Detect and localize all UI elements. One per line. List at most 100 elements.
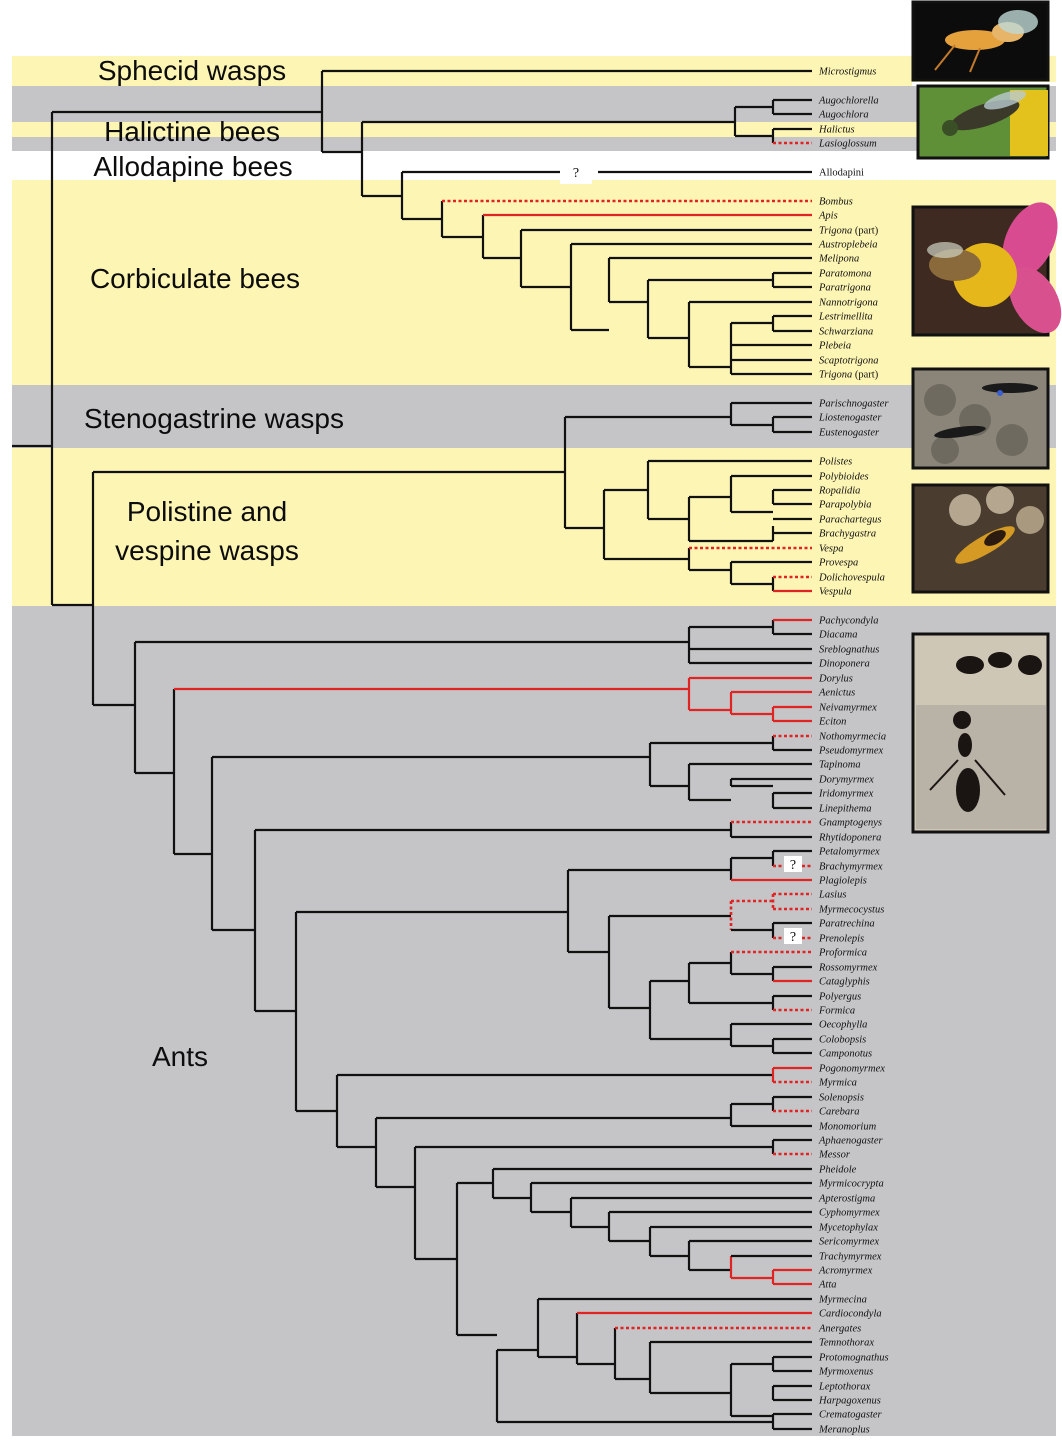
- bee-on-flower-photo-icon: [913, 194, 1062, 343]
- taxon-label: Aphaenogaster: [818, 1136, 883, 1147]
- taxon-label: Dorymyrmex: [818, 775, 874, 786]
- taxon-label: Parapolybia: [818, 500, 872, 511]
- unknown-marker-allodapini: ?: [573, 166, 579, 181]
- taxon-label: Paratrigona: [818, 283, 871, 294]
- taxon-label: Mycetophylax: [818, 1223, 878, 1234]
- taxon-label: Myrmecocystus: [818, 905, 884, 916]
- group-label-stenogastrine: Stenogastrine wasps: [84, 403, 344, 434]
- taxon-label: Vespula: [819, 587, 852, 598]
- taxon-label: Solenopsis: [819, 1093, 864, 1104]
- taxon-label: Trachymyrmex: [819, 1252, 882, 1263]
- taxon-label: Halictus: [818, 125, 855, 136]
- wasp-nest-photo-icon: [913, 369, 1048, 468]
- taxon-label: Anergates: [818, 1324, 861, 1335]
- taxon-label: Acromyrmex: [818, 1266, 873, 1277]
- taxon-label: Cataglyphis: [819, 977, 870, 988]
- taxon-label: Formica: [818, 1006, 855, 1017]
- taxon-label: Ropalidia: [818, 486, 860, 497]
- taxon-label: Paratomona: [818, 269, 872, 280]
- taxon-label: Lasioglossum: [818, 139, 877, 150]
- taxon-label: Tapinoma: [819, 760, 861, 771]
- taxon-label: Rhytidoponera: [818, 833, 881, 844]
- group-label-polistine-1: Polistine and: [127, 496, 287, 527]
- taxon-label: Nothomyrmecia: [818, 732, 886, 743]
- taxon-label: Myrmecina: [818, 1295, 867, 1306]
- taxon-label: Sericomyrmex: [819, 1237, 879, 1248]
- taxon-label: Proformica: [818, 948, 867, 959]
- paper-wasp-photo-icon: [913, 485, 1048, 592]
- taxon-label: Parachartegus: [818, 515, 881, 526]
- taxon-label: Messor: [818, 1150, 851, 1161]
- group-label-allodapine: Allodapine bees: [93, 151, 292, 182]
- taxon-label: Sreblognathus: [819, 645, 879, 656]
- taxon-label: Prenolepis: [818, 934, 864, 945]
- taxon-label: Scaptotrigona: [819, 356, 879, 367]
- taxon-label: Bombus: [819, 197, 853, 208]
- taxon-label: Allodapini: [819, 168, 864, 179]
- group-label-ants: Ants: [152, 1041, 208, 1072]
- taxon-label: Apterostigma: [818, 1194, 875, 1205]
- taxon-label: Myrmoxenus: [818, 1367, 873, 1378]
- taxon-label: Dorylus: [818, 674, 853, 685]
- taxon-label: Meranoplus: [818, 1425, 870, 1436]
- taxon-label: Dinoponera: [818, 659, 870, 670]
- taxon-label: Petalomyrmex: [818, 847, 880, 858]
- taxon-label: Myrmicocrypta: [818, 1179, 884, 1190]
- taxon-label: Linepithema: [818, 804, 872, 815]
- taxon-label: Lasius: [818, 890, 846, 901]
- taxon-label: Gnamptogenys: [819, 818, 882, 829]
- taxon-label: Neivamyrmex: [818, 703, 877, 714]
- taxon-label: Pogonomyrmex: [818, 1064, 885, 1075]
- taxon-label: Polybioides: [818, 472, 869, 483]
- taxon-label: Polyergus: [818, 992, 861, 1003]
- unknown-marker-brachymyrmex: ?: [790, 858, 796, 873]
- taxon-label: Trigona (part): [819, 226, 879, 237]
- taxon-label: Camponotus: [819, 1049, 872, 1060]
- taxon-label: Leptothorax: [818, 1382, 871, 1393]
- taxon-label: Nannotrigona: [818, 298, 878, 309]
- taxon-label: Provespa: [818, 558, 858, 569]
- taxon-label: Pseudomyrmex: [818, 746, 883, 757]
- taxon-label: Colobopsis: [819, 1035, 866, 1046]
- taxon-label: Carebara: [819, 1107, 859, 1118]
- taxon-label: Rossomyrmex: [818, 963, 878, 974]
- group-label-sphecid: Sphecid wasps: [98, 55, 286, 86]
- band-ants: [12, 606, 1056, 1436]
- taxon-label: Brachymyrmex: [819, 862, 883, 873]
- taxon-label: Parischnogaster: [818, 399, 889, 410]
- taxon-label: Paratrechina: [818, 919, 875, 930]
- taxon-label: Monomorium: [818, 1122, 877, 1133]
- taxon-label: Iridomyrmex: [818, 789, 874, 800]
- taxon-label: Trigona (part): [819, 370, 879, 381]
- taxon-label: Cardiocondyla: [819, 1309, 882, 1320]
- taxon-label: Lestrimellita: [818, 312, 873, 323]
- taxon-label: Austroplebeia: [818, 240, 878, 251]
- taxon-label: Melipona: [818, 254, 859, 265]
- taxon-label: Plagiolepis: [818, 876, 867, 887]
- group-label-halictine: Halictine bees: [104, 116, 280, 147]
- taxon-label: Crematogaster: [819, 1410, 883, 1421]
- group-label-corbiculate: Corbiculate bees: [90, 263, 300, 294]
- taxon-label: Augochlorella: [818, 96, 879, 107]
- taxon-label: Diacama: [818, 630, 858, 641]
- taxon-label: Vespa: [819, 544, 844, 555]
- bee-photo-icon: [918, 86, 1048, 158]
- taxon-label: Protomognathus: [818, 1353, 889, 1364]
- unknown-marker-prenolepis: ?: [790, 930, 796, 945]
- taxon-label: Apis: [818, 211, 838, 222]
- taxon-label: Eustenogaster: [818, 428, 880, 439]
- taxon-label: Myrmica: [818, 1078, 857, 1089]
- taxon-label: Schwarziana: [819, 327, 873, 338]
- wasp-photo-icon: [913, 2, 1048, 80]
- photo-panels: [913, 2, 1062, 832]
- taxon-label: Temnothorax: [819, 1338, 874, 1349]
- taxon-label: Augochlora: [818, 110, 869, 121]
- taxon-label: Plebeia: [818, 341, 851, 352]
- taxon-label: Harpagoxenus: [818, 1396, 881, 1407]
- taxon-label: Oecophylla: [819, 1020, 867, 1031]
- taxon-label: Pachycondyla: [818, 616, 878, 627]
- ant-photo-icon: [913, 634, 1048, 832]
- taxon-label: Polistes: [818, 457, 852, 468]
